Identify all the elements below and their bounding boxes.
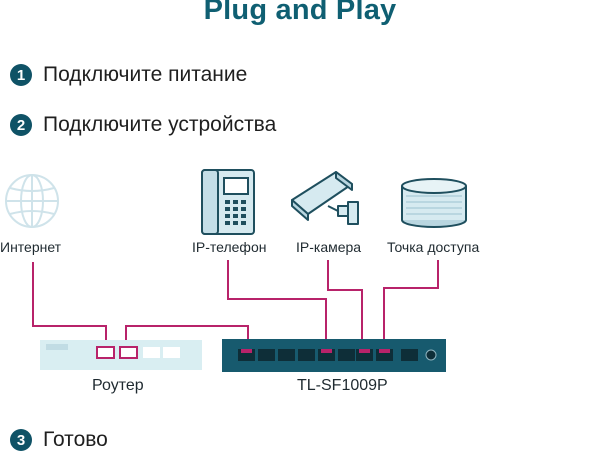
step-1-text: Подключите питание: [43, 63, 248, 86]
cable-phone-switch: [227, 260, 327, 350]
step-2-number: 2: [10, 114, 32, 136]
cable-router-switch: [125, 325, 249, 350]
globe-icon: [5, 174, 59, 228]
ip-phone-icon: [201, 169, 255, 235]
cable-internet-router: [32, 262, 107, 350]
step-3-text: Готово: [43, 428, 108, 451]
step-1: 1 Подключите питание: [10, 63, 247, 87]
cable-camera-switch: [327, 260, 363, 350]
ip-camera-icon: [291, 171, 359, 225]
access-point-icon: [401, 178, 467, 228]
ip-phone-label: IP-телефон: [192, 239, 267, 255]
switch-label: TL-SF1009P: [297, 377, 388, 394]
cable-ap-switch: [383, 260, 439, 350]
step-1-number: 1: [10, 64, 32, 86]
step-3: 3 Готово: [10, 428, 108, 452]
ip-camera-label: IP-камера: [296, 239, 362, 255]
step-2: 2 Подключите устройства: [10, 113, 276, 137]
step-3-number: 3: [10, 429, 32, 451]
access-point-label: Точка доступа: [387, 239, 480, 255]
internet-label: Интернет: [0, 239, 62, 255]
cables: [32, 260, 439, 350]
switch-device: [222, 339, 446, 372]
router-label: Роутер: [92, 377, 144, 394]
router-device: [40, 340, 202, 370]
page-title: Plug and Play: [203, 0, 397, 26]
step-2-text: Подключите устройства: [43, 113, 277, 136]
